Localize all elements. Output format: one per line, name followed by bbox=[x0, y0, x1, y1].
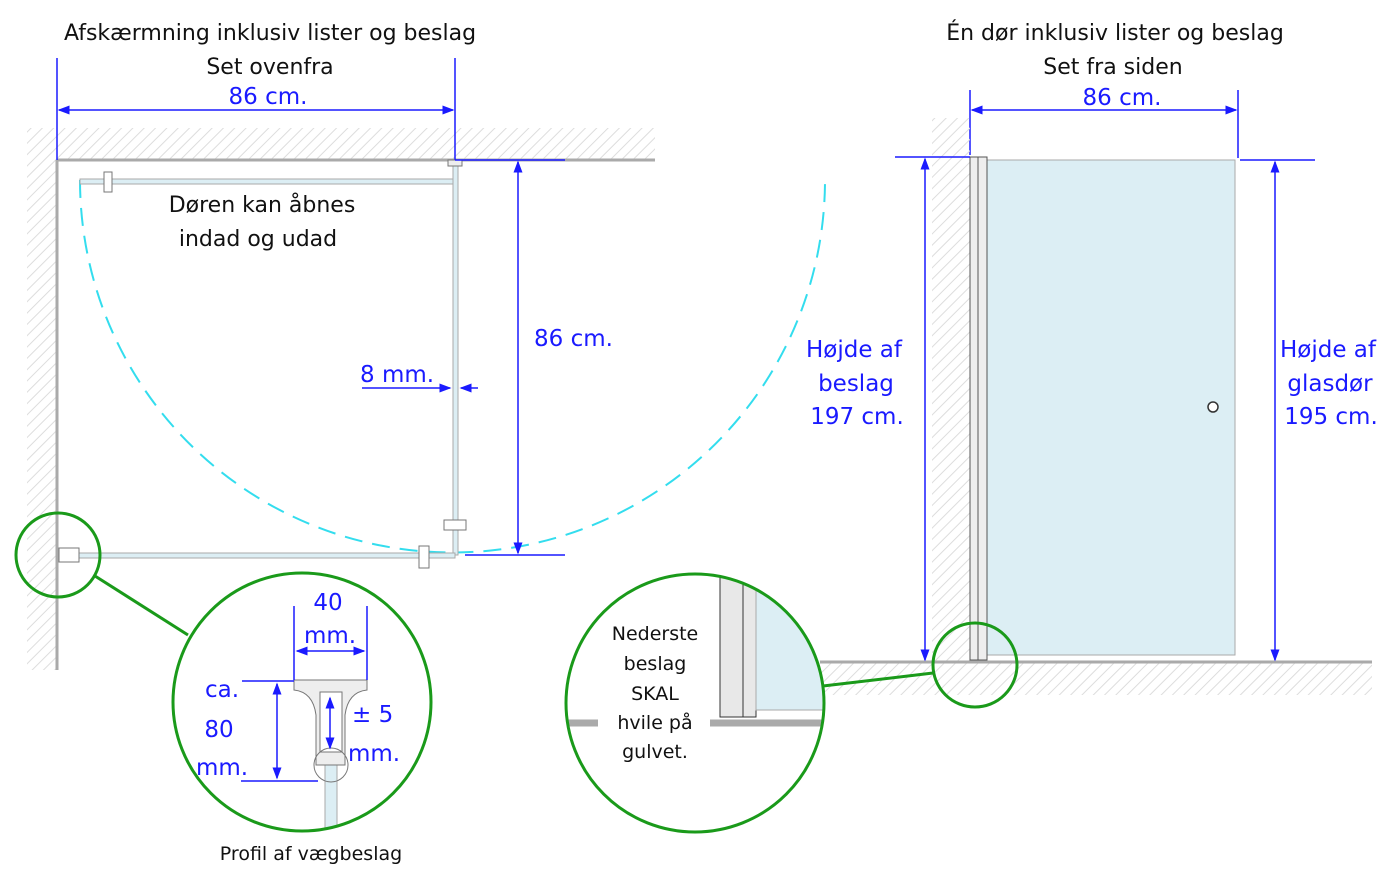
profile-width-value: 40 bbox=[313, 590, 342, 616]
floor-detail bbox=[567, 575, 823, 727]
handle bbox=[418, 545, 430, 569]
glass-door-side bbox=[986, 159, 1236, 656]
depth-dimension-label: 86 cm. bbox=[534, 326, 613, 352]
top-view-subtitle: Set ovenfra bbox=[206, 55, 333, 80]
detail-highlight-circle bbox=[14, 511, 102, 599]
glass-height-label-1: Højde af bbox=[1280, 337, 1377, 363]
floor-detail-circle bbox=[564, 572, 826, 834]
fixed-glass-panel bbox=[61, 552, 456, 559]
top-rail bbox=[79, 178, 456, 185]
side-view-subtitle: Set fra siden bbox=[1043, 55, 1182, 80]
hinge bbox=[443, 519, 467, 531]
detail-note-2: beslag bbox=[624, 653, 687, 675]
detail-magnified-circle bbox=[171, 571, 433, 833]
top-view-title: Afskærmning inklusiv lister og beslag bbox=[64, 21, 476, 46]
profile-height-ca: ca. bbox=[205, 677, 239, 703]
tolerance-unit: mm. bbox=[348, 741, 400, 767]
detail-note-3: SKAL bbox=[631, 683, 679, 705]
side-wall-hatch bbox=[27, 160, 57, 670]
wall-bracket bbox=[58, 547, 80, 563]
glass-height-label-2: glasdør bbox=[1287, 371, 1373, 397]
fitting-height-label-1: Højde af bbox=[806, 337, 903, 363]
door-knob bbox=[1207, 401, 1219, 413]
detail-note-4: hvile på bbox=[617, 711, 692, 734]
profile-height-unit: mm. bbox=[196, 755, 248, 781]
door-note-line2: indad og udad bbox=[179, 227, 337, 252]
detail-note-5: gulvet. bbox=[622, 741, 688, 763]
door-width-label: 86 cm. bbox=[1083, 85, 1162, 111]
fitting-height-value: 197 cm. bbox=[810, 404, 904, 430]
profile-height-value: 80 bbox=[204, 717, 233, 743]
tolerance-value: ± 5 bbox=[352, 702, 393, 728]
profile-width-unit: mm. bbox=[304, 623, 356, 649]
detail-note-1: Nederste bbox=[612, 623, 699, 645]
wall-hatch-side bbox=[932, 118, 970, 663]
gap-dimension-label: 8 mm. bbox=[360, 362, 434, 388]
floor-hatch bbox=[820, 663, 1372, 695]
floor-detail-highlight bbox=[931, 621, 1019, 709]
door-swing-arc bbox=[79, 179, 826, 554]
bracket bbox=[103, 171, 113, 193]
glass-height-value: 195 cm. bbox=[1284, 404, 1378, 430]
top-view: Afskærmning inklusiv lister og beslag Se… bbox=[14, 21, 826, 865]
width-dimension-label: 86 cm. bbox=[229, 84, 308, 110]
profile-caption: Profil af vægbeslag bbox=[220, 843, 402, 865]
side-view: Én dør inklusiv lister og beslag Set fra… bbox=[564, 20, 1378, 834]
fitting-height-label-2: beslag bbox=[818, 371, 894, 397]
glass-door bbox=[452, 161, 459, 556]
wall-hatch bbox=[27, 128, 655, 160]
door-note-line1: Døren kan åbnes bbox=[169, 192, 356, 218]
side-view-title: Én dør inklusiv lister og beslag bbox=[946, 20, 1284, 46]
